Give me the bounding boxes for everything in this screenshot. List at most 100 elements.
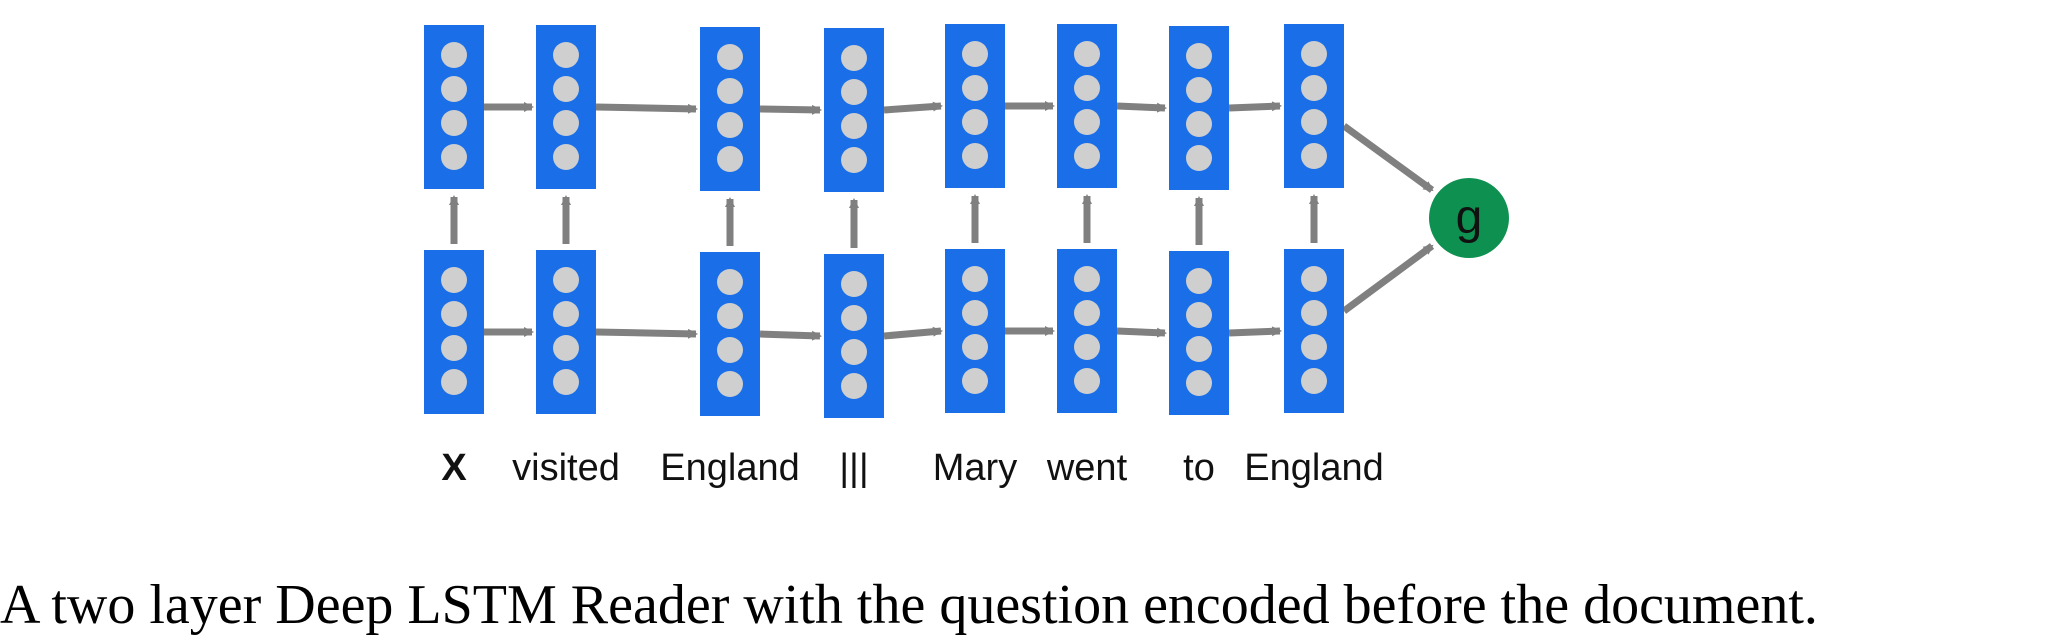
hidden-unit (1074, 143, 1100, 169)
hidden-unit (1074, 266, 1100, 292)
hidden-unit (717, 269, 743, 295)
hidden-unit (553, 144, 579, 170)
hidden-unit (962, 368, 988, 394)
lstm-cell-layer1-7 (1169, 251, 1229, 415)
recurrent-arrow-layer1-4 (883, 326, 943, 340)
hidden-unit (441, 144, 467, 170)
hidden-unit (717, 78, 743, 104)
token-label: visited (512, 447, 620, 489)
hidden-unit (553, 76, 579, 102)
hidden-unit (1074, 41, 1100, 67)
hidden-unit (717, 371, 743, 397)
recurrent-arrow-layer2-4 (883, 101, 943, 114)
hidden-unit (1186, 43, 1212, 69)
hidden-unit (1186, 145, 1212, 171)
lstm-cell-layer1-2 (536, 250, 596, 414)
hidden-unit (1301, 75, 1327, 101)
output-node-circle (1429, 178, 1509, 258)
recurrent-arrow-layer1-6 (1116, 327, 1167, 338)
hidden-unit (962, 75, 988, 101)
token-label: went (1046, 447, 1128, 489)
hidden-unit (841, 271, 867, 297)
hidden-unit (1074, 109, 1100, 135)
hidden-unit (1301, 368, 1327, 394)
hidden-unit (841, 339, 867, 365)
hidden-unit (441, 42, 467, 68)
lstm-cell-layer2-3 (700, 27, 760, 191)
hidden-unit (841, 45, 867, 71)
hidden-unit (1301, 143, 1327, 169)
hidden-unit (962, 109, 988, 135)
token-label: ||| (839, 447, 869, 489)
arrows (449, 101, 1435, 341)
hidden-unit (717, 112, 743, 138)
hidden-unit (1186, 336, 1212, 362)
figure-caption: A two layer Deep LSTM Reader with the qu… (0, 574, 1818, 636)
hidden-unit (553, 42, 579, 68)
hidden-unit (1186, 77, 1212, 103)
hidden-unit (962, 41, 988, 67)
hidden-unit (1301, 300, 1327, 326)
recurrent-arrow-layer2-7 (1228, 101, 1282, 112)
recurrent-arrow-layer1-2 (595, 328, 698, 339)
hidden-unit (553, 267, 579, 293)
lstm-cells (424, 24, 1344, 418)
lstm-cell-layer1-5 (945, 249, 1005, 413)
hidden-unit (962, 266, 988, 292)
hidden-unit (717, 44, 743, 70)
recurrent-arrow-layer2-3 (759, 104, 822, 115)
hidden-unit (1186, 111, 1212, 137)
lstm-cell-layer2-6 (1057, 24, 1117, 188)
hidden-unit (441, 369, 467, 395)
hidden-unit (441, 335, 467, 361)
output-arrow-layer1 (1341, 243, 1435, 314)
token-label: Mary (933, 447, 1017, 489)
hidden-unit (1186, 268, 1212, 294)
hidden-unit (717, 303, 743, 329)
hidden-unit (1074, 75, 1100, 101)
hidden-unit (962, 143, 988, 169)
token-label: England (660, 447, 799, 489)
hidden-unit (1074, 334, 1100, 360)
recurrent-arrow-layer2-2 (595, 103, 698, 114)
hidden-unit (841, 147, 867, 173)
lstm-cell-layer2-4 (824, 28, 884, 192)
hidden-unit (841, 113, 867, 139)
hidden-unit (841, 79, 867, 105)
hidden-unit (962, 300, 988, 326)
lstm-cell-layer1-8 (1284, 249, 1344, 413)
hidden-unit (841, 305, 867, 331)
lstm-cell-layer2-5 (945, 24, 1005, 188)
output-node-label: g (1456, 191, 1483, 244)
lstm-cell-layer1-1 (424, 250, 484, 414)
hidden-unit (717, 146, 743, 172)
lstm-cell-layer2-2 (536, 25, 596, 189)
output-node: g (1429, 178, 1509, 258)
recurrent-arrow-layer1-3 (759, 330, 822, 341)
hidden-unit (1301, 41, 1327, 67)
recurrent-arrow-layer1-7 (1228, 326, 1282, 337)
hidden-unit (1074, 368, 1100, 394)
hidden-unit (441, 76, 467, 102)
hidden-unit (1301, 266, 1327, 292)
hidden-unit (553, 369, 579, 395)
hidden-unit (1301, 109, 1327, 135)
lstm-cell-layer1-6 (1057, 249, 1117, 413)
recurrent-arrow-layer2-6 (1116, 102, 1167, 113)
lstm-cell-layer1-4 (824, 254, 884, 418)
hidden-unit (441, 110, 467, 136)
lstm-cell-layer2-8 (1284, 24, 1344, 188)
lstm-cell-layer2-1 (424, 25, 484, 189)
output-arrow-layer2 (1341, 123, 1435, 193)
hidden-unit (553, 301, 579, 327)
token-label: to (1183, 447, 1215, 489)
lstm-cell-layer2-7 (1169, 26, 1229, 190)
hidden-unit (962, 334, 988, 360)
token-label: England (1244, 447, 1383, 489)
hidden-unit (441, 267, 467, 293)
hidden-unit (1186, 370, 1212, 396)
token-label: X (441, 447, 467, 489)
hidden-unit (841, 373, 867, 399)
